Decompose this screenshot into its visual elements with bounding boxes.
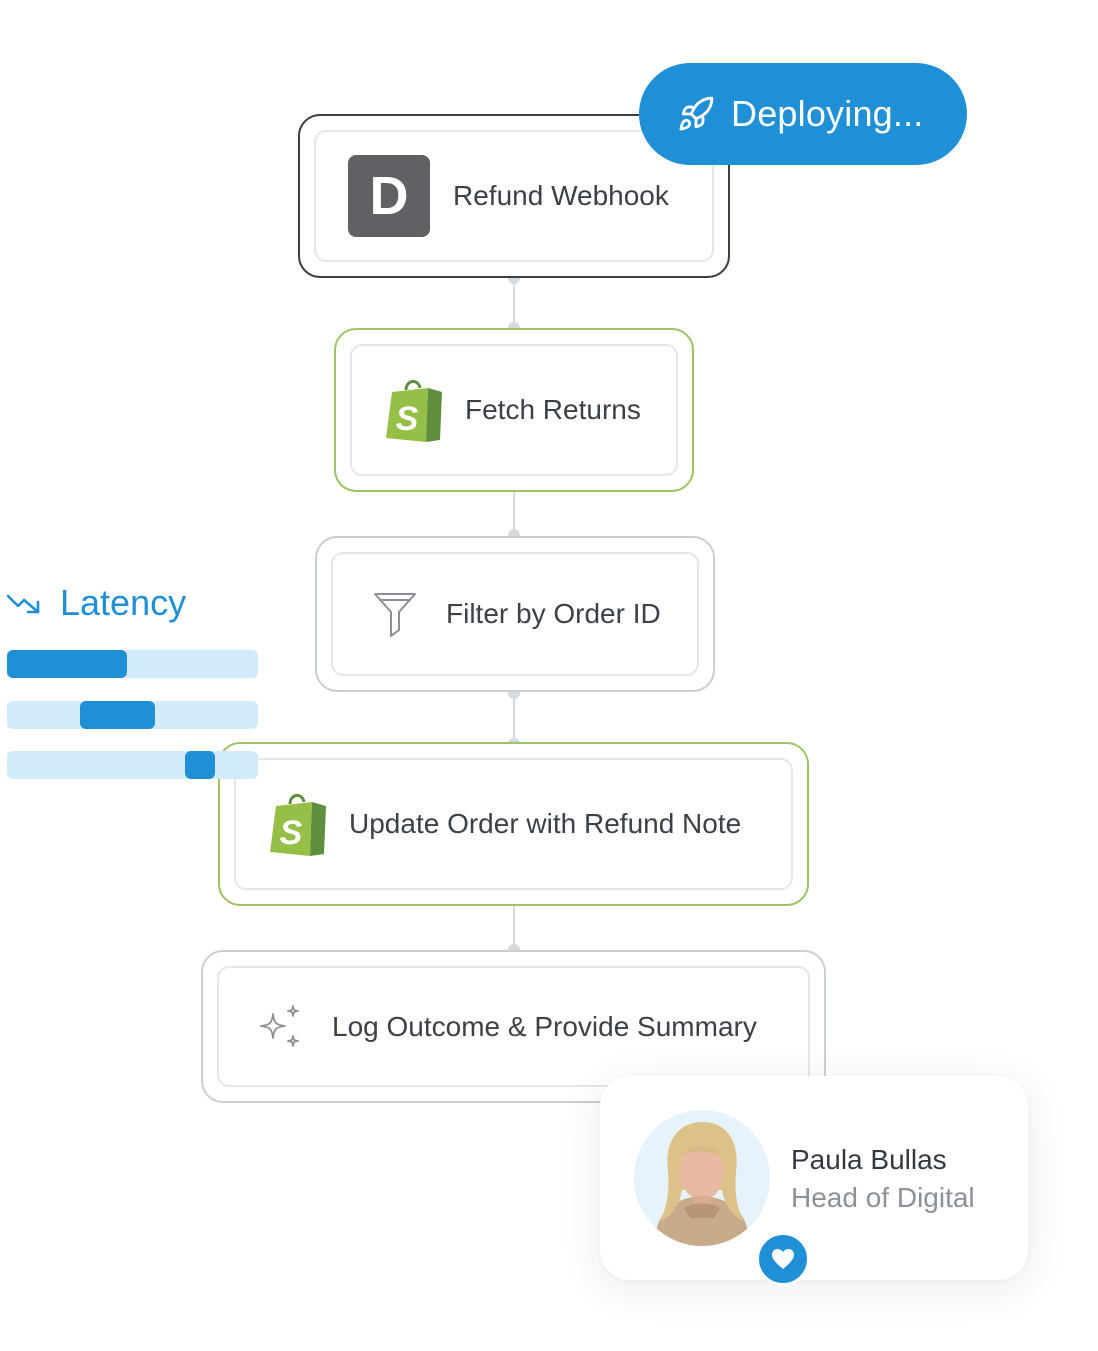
latency-bar bbox=[7, 701, 258, 729]
d-app-icon: D bbox=[348, 155, 430, 237]
node-inner-frame bbox=[350, 344, 678, 476]
latency-bar bbox=[7, 650, 258, 678]
connector-line bbox=[513, 490, 515, 536]
node-label: Refund Webhook bbox=[453, 180, 669, 211]
svg-text:S: S bbox=[396, 400, 419, 438]
filter-icon bbox=[374, 593, 416, 637]
avatar bbox=[634, 1110, 810, 1286]
deploying-status-pill: Deploying... bbox=[639, 63, 967, 165]
rocket-icon bbox=[679, 96, 714, 131]
node-label: Log Outcome & Provide Summary bbox=[332, 1010, 757, 1042]
node-inner-frame bbox=[217, 966, 810, 1087]
d-app-letter: D bbox=[369, 166, 409, 226]
shopify-icon: S bbox=[386, 380, 442, 442]
node-label: Fetch Returns bbox=[465, 394, 641, 425]
node-label: Filter by Order ID bbox=[446, 598, 661, 629]
deploying-label: Deploying... bbox=[731, 93, 924, 134]
sparkle-icon bbox=[260, 1004, 299, 1047]
latency-header: Latency bbox=[6, 582, 186, 624]
trend-down-icon bbox=[6, 594, 40, 614]
node-label: Update Order with Refund Note bbox=[349, 808, 742, 839]
node-inner-frame bbox=[234, 758, 793, 890]
latency-bar-fill bbox=[79, 701, 156, 729]
person-name: Paula Bullas bbox=[791, 1144, 947, 1175]
latency-bar bbox=[7, 751, 258, 779]
heart-icon bbox=[756, 1232, 810, 1286]
person-role: Head of Digital bbox=[791, 1182, 975, 1213]
latency-bar-fill bbox=[185, 751, 216, 779]
person-card: Paula Bullas Head of Digital bbox=[600, 1076, 1028, 1286]
connector-line bbox=[513, 904, 515, 950]
connector-line bbox=[513, 690, 515, 744]
workflow-node-fetch-returns[interactable]: S Fetch Returns bbox=[334, 328, 694, 492]
shopify-icon: S bbox=[270, 794, 326, 856]
latency-bar-fill bbox=[7, 650, 128, 678]
connector-line bbox=[513, 278, 515, 328]
node-inner-frame bbox=[331, 552, 699, 676]
latency-title: Latency bbox=[60, 582, 187, 623]
workflow-node-update-order[interactable]: S Update Order with Refund Note bbox=[218, 742, 809, 906]
node-inner-frame bbox=[314, 130, 714, 262]
workflow-node-filter-by-order-id[interactable]: Filter by Order ID bbox=[315, 536, 715, 692]
svg-text:S: S bbox=[280, 814, 303, 852]
